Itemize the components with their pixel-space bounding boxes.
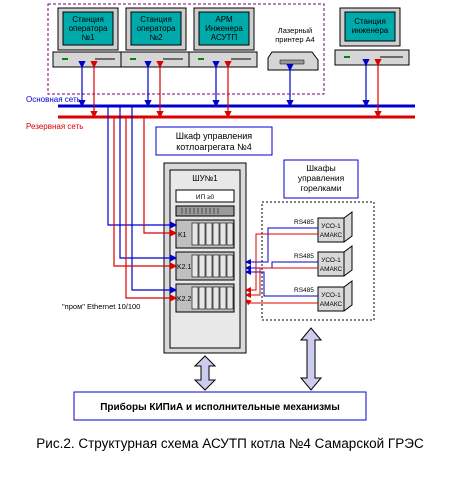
uso-unit-2: УСО-1 АМАКС (317, 245, 353, 277)
field-devices-box (73, 391, 367, 421)
workstation-operator-1: Станция оператора №1 (52, 7, 122, 68)
boiler-cabinet-title-box (155, 126, 273, 156)
burner-cabinets-title-line: горелками (301, 183, 342, 193)
uso-label: УСО-1 (321, 257, 341, 264)
boiler-cabinet-title-line: Шкаф управления (176, 131, 253, 141)
reserve-network-label: Резервная сеть (26, 122, 83, 131)
cabinet-title: ШУ№1 (192, 174, 218, 183)
monitor-screen (344, 11, 396, 42)
laser-printer: Лазерный принтер А4 (267, 26, 319, 71)
system-unit-icon (334, 49, 410, 66)
power-panel-label: ИП ≥0 (196, 194, 215, 201)
rack-label: K2.2 (177, 296, 192, 303)
main-network-links (78, 59, 370, 108)
workstation-label-line: Станция (72, 15, 104, 24)
terminal-strip (175, 205, 235, 217)
workstation-label-line: оператора (137, 24, 176, 33)
workstation-label-line: Станция (140, 15, 172, 24)
monitor-screen (198, 11, 250, 46)
rs485-links-red (245, 233, 318, 306)
burner-cabinets-region (261, 201, 375, 321)
workstation-engineer-arm: АРМ Инженера АСУТП (188, 7, 258, 68)
reserve-network-links (90, 59, 382, 119)
uso-unit-1: УСО-1 АМАКС (317, 211, 353, 243)
figure-caption: Рис.2. Структурная схема АСУТП котла №4 … (36, 436, 424, 451)
field-devices-label: Приборы КИПиА и исполнительные механизмы (100, 401, 340, 413)
rs485-links-blue (245, 227, 318, 297)
rs485-label: RS485 (294, 253, 314, 260)
rs485-label: RS485 (294, 219, 314, 226)
double-arrow-uso-field (299, 327, 323, 391)
ethernet-label: "пром" Ethernet 10/100 (62, 302, 140, 311)
uso-label: АМАКС (320, 301, 343, 308)
boiler-cabinet-title-line: котлоагрегата №4 (176, 142, 252, 152)
monitor-screen (130, 11, 182, 46)
burner-cabinets-title-line: Шкафы (306, 163, 336, 173)
workstation-engineer: Станция инженера (334, 7, 410, 66)
monitor-screen (62, 11, 114, 46)
uso-label: УСО-1 (321, 292, 341, 299)
control-cabinet-shu1: ШУ№1 ИП ≥0 K1 K2.1 K2.2 (163, 162, 247, 354)
printer-label-line: Лазерный (278, 26, 312, 35)
workstation-label-line: инженера (352, 26, 389, 35)
power-panel (175, 189, 235, 203)
uso-label: АМАКС (320, 266, 343, 273)
operator-room-boundary (47, 3, 325, 95)
uso-label: АМАКС (320, 232, 343, 239)
workstation-label-line: АСУТП (211, 33, 238, 42)
uso-label: УСО-1 (321, 223, 341, 230)
workstation-label-line: №2 (149, 33, 163, 42)
rs485-label: RS485 (294, 287, 314, 294)
main-network-label: Основная сеть (26, 95, 81, 104)
workstation-label-line: Станция (354, 17, 386, 26)
system-unit-icon (188, 51, 258, 68)
workstation-label-line: Инженера (205, 24, 243, 33)
workstation-label-line: №1 (81, 33, 95, 42)
double-arrow-cabinet-field (193, 355, 217, 391)
uso-unit-3: УСО-1 АМАКС (317, 280, 353, 312)
burner-cabinets-title-box (283, 159, 359, 199)
workstation-operator-2: Станция оператора №2 (120, 7, 190, 68)
ethernet-links-main (107, 106, 178, 294)
ethernet-links-reserve (113, 117, 178, 302)
printer-label-line: принтер А4 (275, 35, 315, 44)
rack-label: K2.1 (177, 264, 192, 271)
rack-label: K1 (178, 232, 187, 239)
burner-cabinets-title-line: управления (298, 173, 345, 183)
workstation-label-line: оператора (69, 24, 108, 33)
workstation-label-line: АРМ (215, 15, 233, 24)
